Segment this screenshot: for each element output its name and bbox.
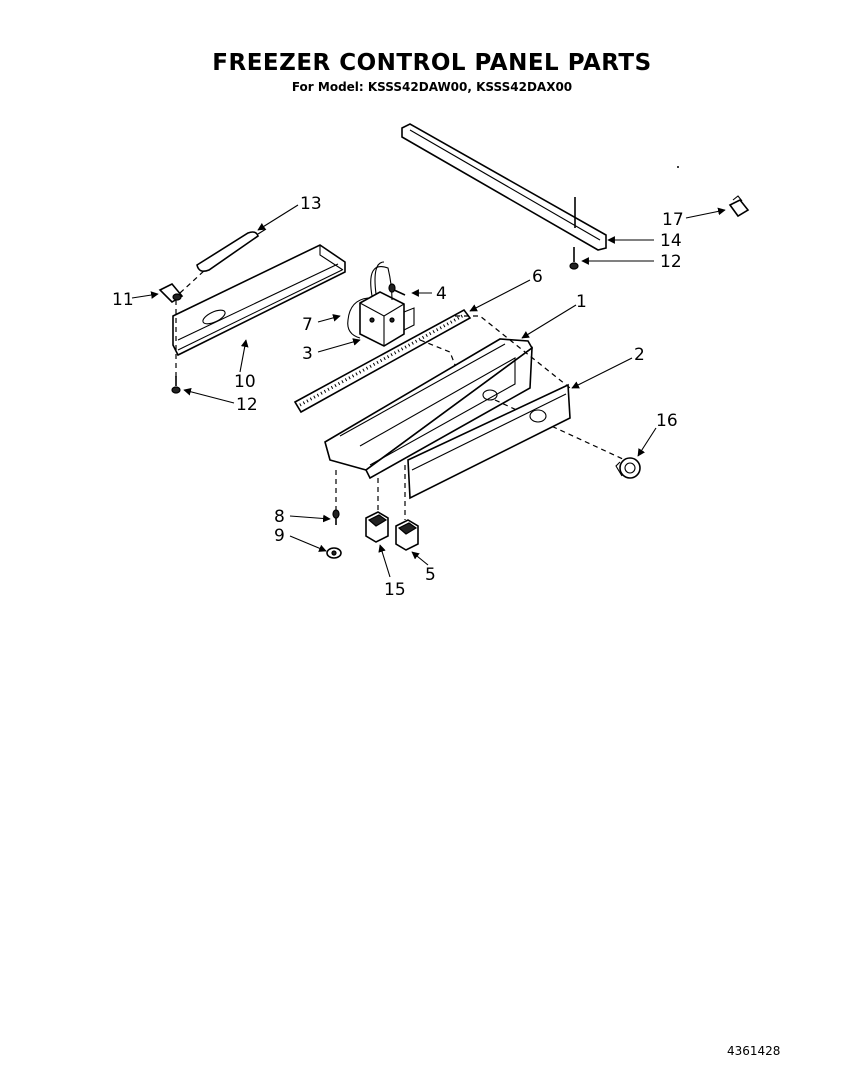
trim-part-2: [407, 383, 571, 500]
screw-part-8: [332, 509, 340, 525]
callout-4: 4: [436, 284, 447, 304]
callout-5: 5: [425, 565, 436, 585]
callout-2: 2: [634, 345, 645, 365]
nut-part-9: [326, 547, 342, 559]
screw-part-12-left: [171, 376, 181, 394]
callout-14: 14: [660, 231, 682, 251]
foam-strip-part-6: [293, 308, 472, 414]
callout-11: 11: [112, 290, 134, 310]
callout-16: 16: [656, 411, 678, 431]
callout-6: 6: [532, 267, 543, 287]
switch-part-5: [395, 519, 419, 551]
knob-part-16: [615, 457, 641, 479]
callout-10: 10: [234, 372, 256, 392]
callout-15: 15: [384, 580, 406, 600]
panel-part-1: [324, 338, 534, 480]
callout-17: 17: [662, 210, 684, 230]
switch-part-15: [365, 511, 389, 543]
sensor-part-13: [196, 228, 267, 272]
screw-part-12-right: [569, 247, 579, 270]
screw-part-4: [388, 283, 406, 296]
callout-8: 8: [274, 507, 285, 527]
bracket-part-10: [172, 244, 346, 357]
model-subtitle: For Model: KSSS42DAW00, KSSS42DAX00: [291, 80, 573, 94]
diagram-title: FREEZER CONTROL PANEL PARTS: [212, 50, 652, 76]
clip-part-11: [158, 283, 184, 304]
callout-13: 13: [300, 194, 322, 214]
callout-9: 9: [274, 526, 285, 546]
callout-1: 1: [576, 292, 587, 312]
callout-12-right: 12: [660, 252, 682, 272]
callout-7: 7: [302, 315, 313, 335]
bracket-part-14: [401, 123, 607, 251]
document-number: 4361428: [727, 1044, 781, 1058]
thermostat-part-3: [359, 291, 415, 347]
callout-3: 3: [302, 344, 313, 364]
leader-lines: [131, 204, 726, 578]
clip-part-17: [728, 195, 750, 218]
callout-12-left: 12: [236, 395, 258, 415]
